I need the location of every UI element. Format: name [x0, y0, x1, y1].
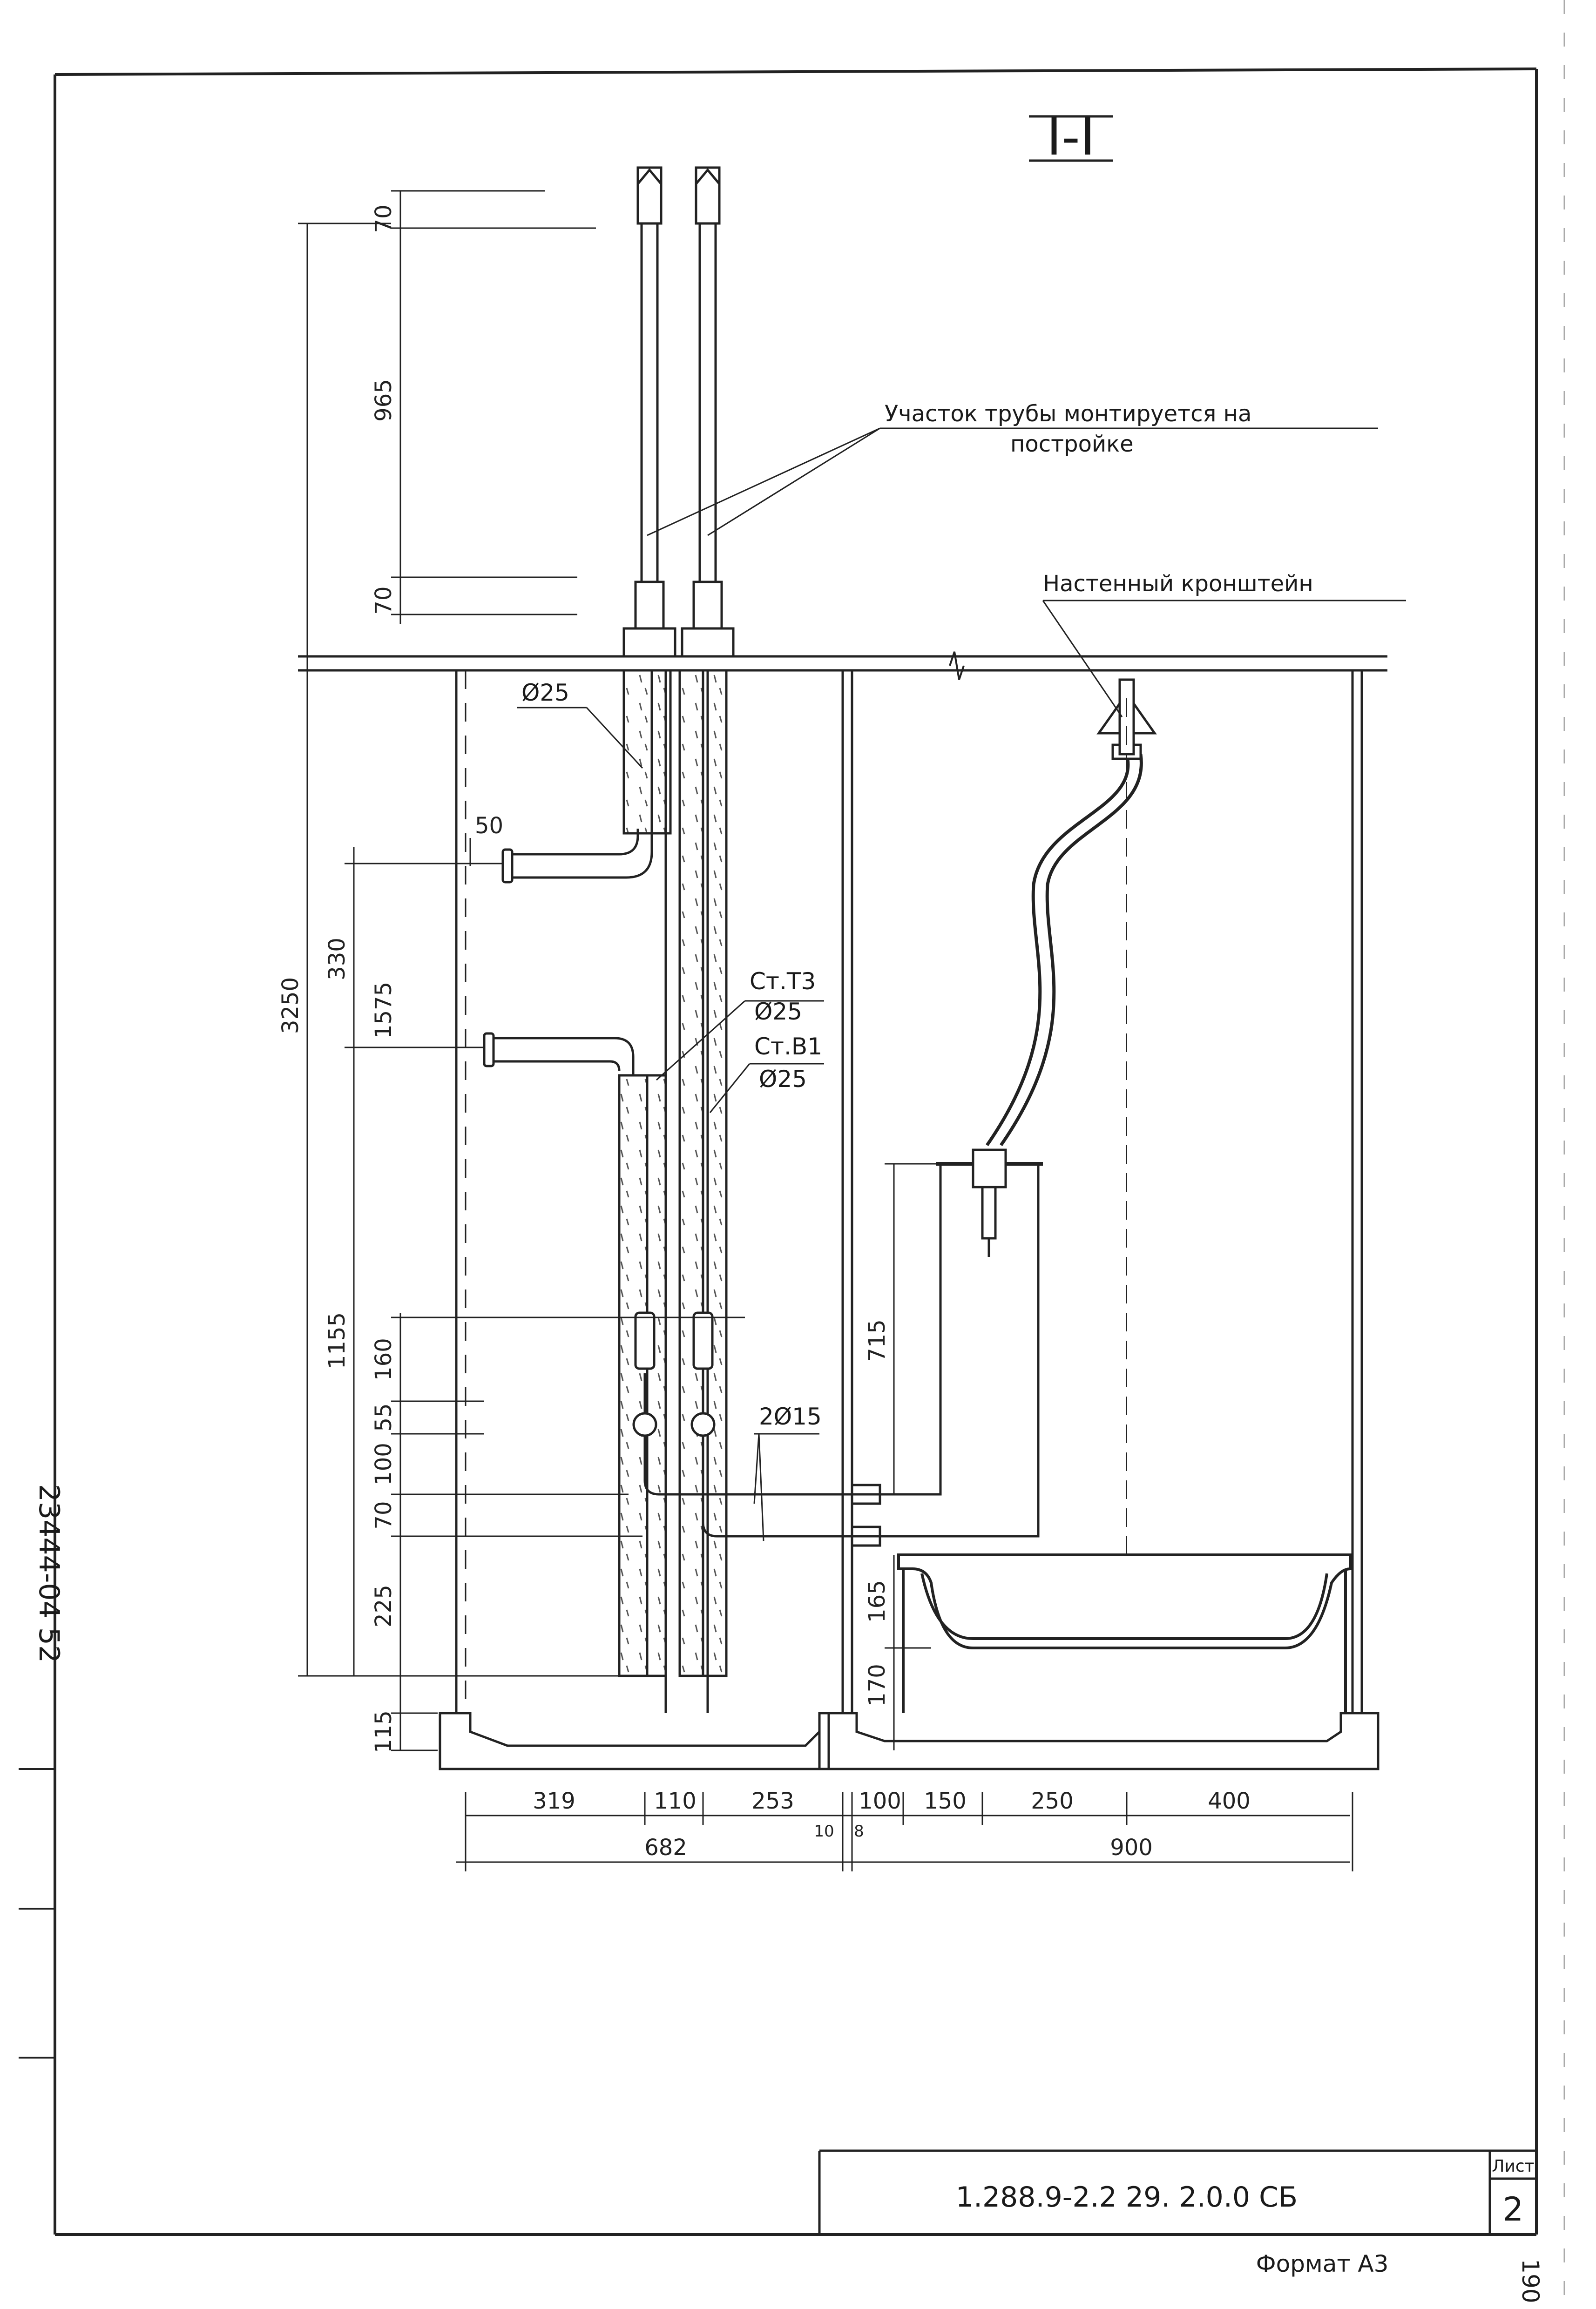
note-pipe-section-line2: постройке: [1010, 431, 1134, 457]
dim-3250: 3250: [277, 977, 304, 1034]
dim-150: 150: [924, 1788, 967, 1814]
section-title: I-I: [1029, 107, 1113, 167]
title-block-sheet-label: Лист: [1492, 2157, 1534, 2176]
dim-100-h: 100: [859, 1788, 901, 1814]
dim-250: 250: [1031, 1788, 1074, 1814]
foundations: [439, 1712, 1380, 1770]
label-st-t3-d: Ø25: [754, 998, 802, 1025]
dim-100: 100: [371, 1443, 397, 1485]
title-block-code: 1.288.9-2.2 29. 2.0.0 СБ: [956, 2181, 1298, 2214]
note-bracket: Настенный кронштейн: [1043, 571, 1313, 597]
section-title-text: I-I: [1047, 107, 1096, 167]
horizontal-dimension-labels: 319 110 253 100 150 250 400 682 10 8 900: [533, 1788, 1251, 1861]
title-block-format: Формат А3: [1256, 2250, 1389, 2277]
dim-115: 115: [371, 1710, 397, 1753]
dim-50: 50: [475, 813, 503, 839]
label-two-d15: 2Ø15: [759, 1403, 822, 1430]
dim-400: 400: [1208, 1788, 1251, 1814]
dimension-lines: [298, 190, 1353, 1871]
risers-upper: [622, 166, 735, 658]
dim-965: 965: [371, 379, 397, 422]
dim-1155: 1155: [324, 1312, 350, 1369]
dim-110: 110: [654, 1788, 697, 1814]
dim-253: 253: [751, 1788, 794, 1814]
dim-682: 682: [644, 1835, 687, 1861]
dim-900: 900: [1110, 1835, 1153, 1861]
dim-319: 319: [533, 1788, 575, 1814]
dim-165: 165: [864, 1580, 890, 1623]
vertical-dimension-labels: 70 965 70 3250 330 1575 50 1155 160 55 1…: [277, 204, 890, 1753]
label-st-t3: Ст.Т3: [750, 968, 816, 995]
sheet-frame: [19, 0, 1565, 2309]
riser-valves: [632, 1311, 716, 1437]
dim-170: 170: [864, 1664, 890, 1707]
dim-330: 330: [324, 938, 350, 980]
note-pipe-section-line1: Участок трубы монтируется на: [885, 401, 1251, 427]
branch-pipes: [483, 829, 1040, 1547]
dim-715: 715: [864, 1319, 890, 1362]
dim-70-mid: 70: [371, 586, 397, 614]
title-block: [818, 2149, 1536, 2235]
dim-55: 55: [371, 1403, 397, 1431]
dim-160: 160: [371, 1338, 397, 1381]
page-mark: 190: [1517, 2259, 1544, 2303]
leader-lines: [517, 427, 1406, 1541]
side-stamp: 23444-04 52: [33, 1484, 65, 1663]
dim-70-top: 70: [371, 204, 397, 233]
dim-10: 10: [814, 1822, 834, 1841]
label-st-b1-d: Ø25: [759, 1066, 807, 1093]
label-d25-top: Ø25: [521, 679, 569, 706]
walls: [455, 670, 1363, 1713]
bath-mixer: [936, 678, 1157, 1257]
pipe-labels: Ø25 Ст.Т3 Ø25 Ст.В1 Ø25 2Ø15: [521, 679, 822, 1430]
bathtub: [897, 1553, 1352, 1713]
dim-1575: 1575: [371, 982, 397, 1039]
pipe-casings: [618, 669, 728, 1713]
label-st-b1: Ст.В1: [754, 1033, 822, 1060]
dim-70-low: 70: [371, 1501, 397, 1529]
title-block-sheet-number: 2: [1503, 2190, 1524, 2228]
notes: Участок трубы монтируется на постройке Н…: [885, 401, 1313, 597]
dim-225: 225: [371, 1585, 397, 1627]
dim-8: 8: [854, 1822, 864, 1841]
